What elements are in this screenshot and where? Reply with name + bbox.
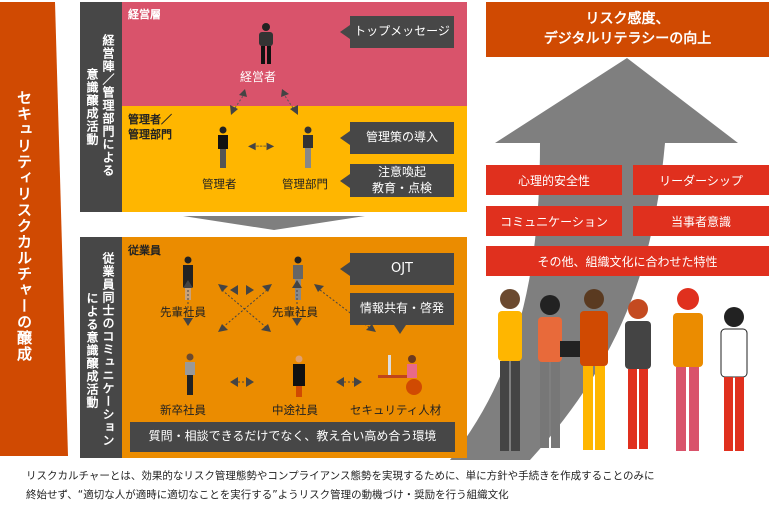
mgmt-dept-label: 管理部門 (282, 177, 328, 191)
bottom-vertical-bar (80, 237, 122, 458)
footer-line-1: リスクカルチャーとは、効果的なリスク管理態勢やコンプライアンス態勢を実現するため… (26, 470, 655, 482)
side-banner: セキュリティリスクカルチャーの醸成 (15, 90, 33, 362)
ojt-callout: OJT (340, 253, 454, 285)
info-share-callout: 情報共有・啓発 (350, 293, 454, 334)
awareness-line-1: 注意喚起 (377, 164, 426, 179)
executive-figure-icon (259, 23, 273, 64)
mgmt-dept-figure-icon (303, 126, 313, 168)
senior-employee-figure-icon (183, 256, 193, 300)
employee-section-title: 従業員 (128, 244, 161, 257)
footer-definition: リスクカルチャーとは、効果的なリスク管理態勢やコンプライアンス態勢を実現するため… (26, 467, 655, 505)
exec-section-title: 経営層 (128, 8, 161, 21)
senior-employee-figure-icon (293, 256, 303, 300)
goal-banner: リスク感度、デジタルリテラシーの向上 (486, 2, 769, 57)
people-group-illustration (498, 288, 748, 451)
goal-line-2: デジタルリテラシーの向上 (543, 31, 712, 47)
environment-banner: 質問・相談できるだけでなく、教え合い高め合う環境 (130, 422, 455, 452)
trait-communication: コミュニケーション (486, 206, 622, 236)
chevron-down-icon (183, 216, 365, 230)
measures-callout: 管理策の導入 (340, 122, 454, 154)
manager-label: 管理者 (202, 177, 237, 191)
connector-arrows (230, 89, 298, 115)
awareness-callout: 注意喚起教育・点検 (340, 164, 454, 197)
employee-connector-arrows (183, 280, 376, 387)
mid-career-label: 中途社員 (272, 403, 318, 417)
manager-figure-icon (218, 126, 228, 168)
footer-line-2: 終始せず、“適切な人が適時に適切なことを実行する”ようリスク管理の動機づけ・奨励… (26, 489, 509, 501)
info-share-text: 情報共有・啓発 (359, 301, 444, 316)
top-message-callout: トップメッセージ (340, 16, 454, 48)
senior-1-label: 先輩社員 (160, 305, 206, 319)
side-banner-shape (0, 2, 68, 456)
security-talent-label: セキュリティ人材 (350, 403, 442, 417)
senior-2-label: 先輩社員 (272, 305, 318, 319)
trait-other: その他、組織文化に合わせた特性 (486, 246, 769, 276)
trait-leadership: リーダーシップ (633, 165, 769, 195)
manager-link-arrow: ◀‑‑‑▶ (248, 141, 275, 152)
bottom-vertical-label-1: 従業員同士のコミュニケーション (101, 252, 115, 447)
top-vertical-label-1: 経営陣／管理部門による (101, 34, 115, 177)
mid-career-figure-icon (293, 355, 305, 397)
trait-psychological-safety: 心理的安全性 (486, 165, 622, 195)
bottom-vertical-label-2: による意識醸成活動 (85, 292, 99, 409)
security-talent-figure-icon (378, 355, 422, 395)
top-vertical-bar (80, 2, 122, 212)
awareness-line-2: 教育・点検 (371, 180, 432, 195)
new-grad-label: 新卒社員 (160, 403, 206, 417)
exec-person-label: 経営者 (240, 70, 277, 84)
goal-line-1: リスク感度、 (585, 11, 670, 27)
top-vertical-label-2: 意識醸成活動 (85, 68, 99, 146)
mgmt-title-1: 管理者／ (128, 113, 172, 126)
mgmt-title-2: 管理部門 (128, 128, 172, 142)
trait-ownership: 当事者意識 (633, 206, 769, 236)
new-graduate-figure-icon (185, 353, 195, 395)
mgmt-section-title: 管理者／ 管理部門 (128, 112, 172, 143)
